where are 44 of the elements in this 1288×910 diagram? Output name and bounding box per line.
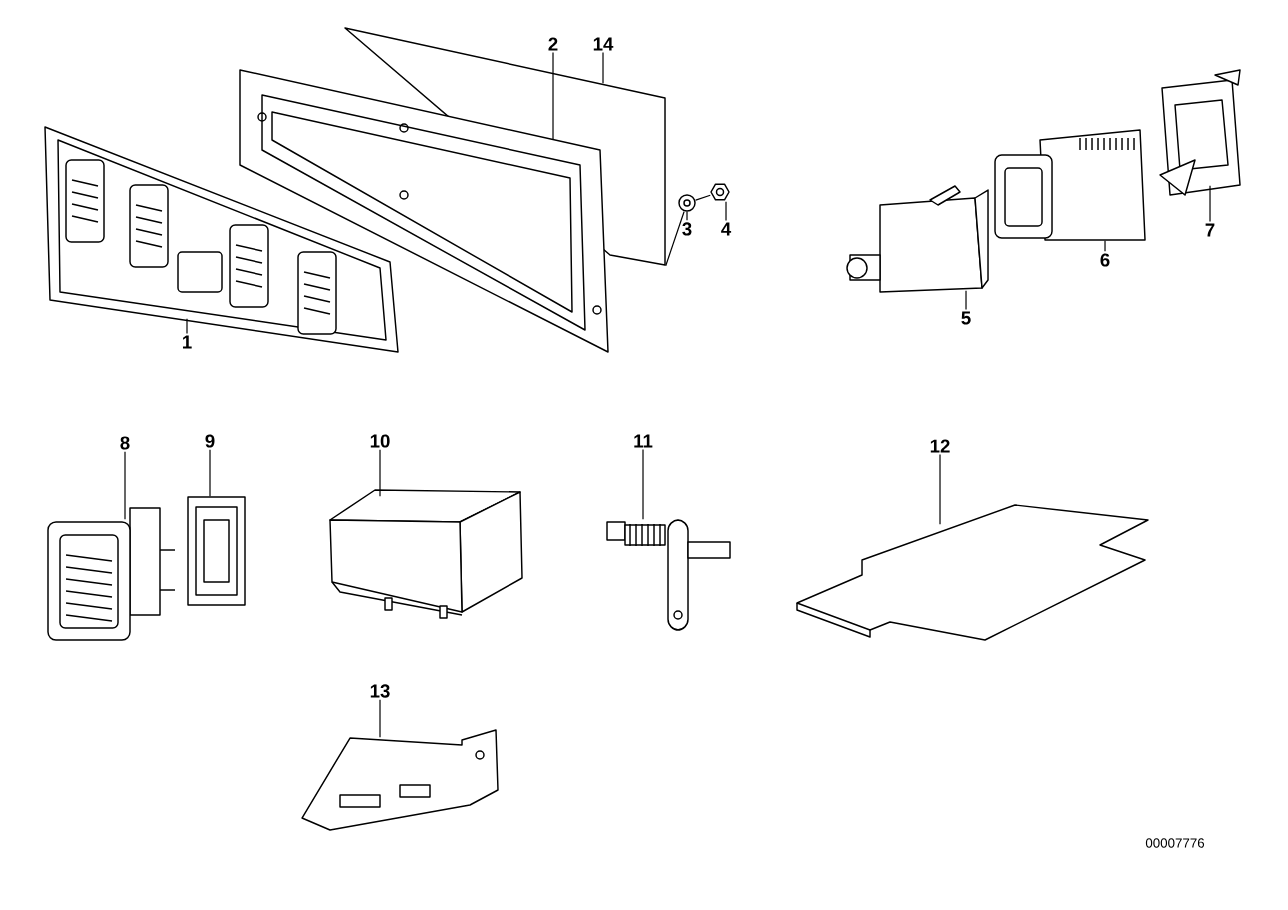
leader-line — [124, 451, 126, 520]
leader-line — [1104, 240, 1106, 252]
callout-number: 8 — [120, 436, 130, 450]
nut-drawing — [710, 183, 730, 201]
callout-number: 9 — [205, 434, 215, 448]
callout-number: 6 — [1100, 253, 1110, 267]
push-switch-drawing — [846, 185, 989, 293]
plate-drawing — [796, 504, 1149, 641]
callout-number: 11 — [634, 434, 653, 448]
callout-number: 12 — [930, 439, 950, 453]
leader-line — [939, 454, 941, 525]
callout-number: 13 — [370, 684, 390, 698]
bracket-drawing — [301, 729, 499, 831]
leader-line — [209, 449, 211, 497]
leader-line — [552, 52, 554, 140]
relay-drawing — [329, 489, 523, 619]
switch-housing-drawing — [994, 129, 1146, 241]
contact-switch-drawing — [606, 519, 731, 631]
washer-drawing — [678, 194, 696, 212]
clip-frame-drawing — [1159, 69, 1241, 196]
callout-number: 5 — [961, 311, 971, 325]
callout-number: 7 — [1205, 223, 1215, 237]
rocker-switch-drawing — [47, 507, 176, 641]
assembly-line — [695, 194, 711, 201]
callout-number: 14 — [593, 37, 614, 51]
gasket-drawing — [187, 496, 246, 606]
assembly-line — [665, 211, 685, 267]
callout-number: 4 — [721, 222, 732, 236]
leader-line — [686, 211, 688, 221]
leader-line — [965, 290, 967, 311]
leader-line — [602, 51, 604, 84]
callout-number: 3 — [682, 222, 692, 236]
frame-drawing — [239, 69, 609, 353]
leader-line — [642, 448, 644, 520]
switch-panel-drawing — [44, 126, 399, 353]
callout-number: 10 — [370, 434, 390, 448]
leader-line — [1209, 185, 1211, 223]
leader-line — [725, 201, 727, 222]
callout-number: 1 — [183, 335, 192, 349]
callout-number: 2 — [548, 37, 558, 51]
drawing-number: 00007776 — [1145, 838, 1205, 848]
leader-line — [379, 449, 381, 497]
leader-line — [379, 699, 381, 738]
leader-line — [186, 318, 188, 335]
